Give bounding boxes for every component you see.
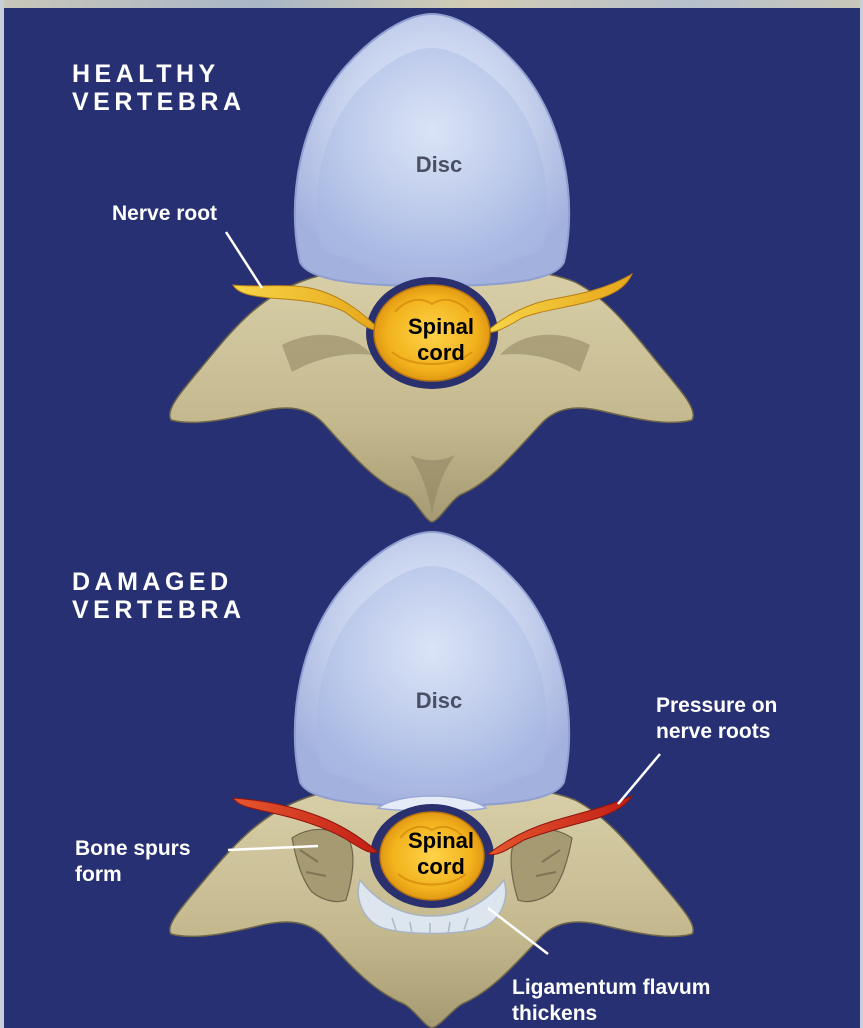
healthy-disc-label: Disc	[379, 152, 499, 178]
pressure-pointer-line	[618, 754, 660, 804]
healthy-vertebra	[170, 14, 694, 522]
nerve-root-label: Nerve root	[112, 201, 217, 227]
damaged-vertebra	[170, 532, 694, 1028]
damaged-vertebra-title: DAMAGED VERTEBRA	[72, 568, 246, 624]
nerve-root-pointer-line	[226, 232, 262, 288]
pressure-on-nerve-roots-label: Pressure on nerve roots	[656, 693, 777, 745]
ligamentum-flavum-label: Ligamentum flavum thickens	[512, 975, 710, 1027]
damaged-disc-label: Disc	[379, 688, 499, 714]
damaged-spinal-cord-label: Spinal cord	[391, 828, 491, 880]
healthy-vertebra-title: HEALTHY VERTEBRA	[72, 60, 246, 116]
healthy-spinal-cord-label: Spinal cord	[391, 314, 491, 366]
bone-spurs-label: Bone spurs form	[75, 836, 191, 888]
